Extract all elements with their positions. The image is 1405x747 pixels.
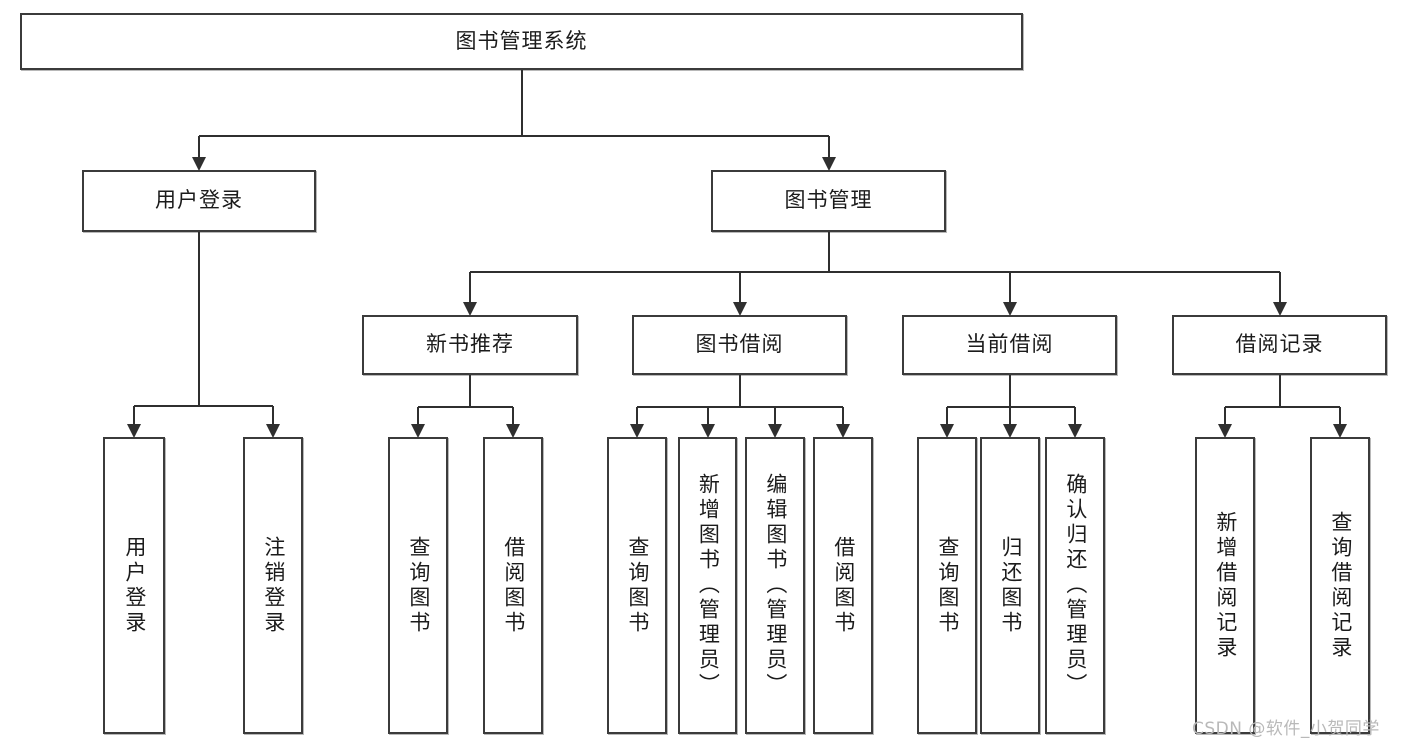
node-leaf-borrow-book-1[interactable]: 借阅图书 (483, 437, 543, 734)
connector-arrowhead (768, 424, 782, 438)
connector-line (470, 271, 1280, 273)
connector-line (842, 407, 844, 424)
node-leaf-add-record[interactable]: 新增借阅记录 (1195, 437, 1255, 734)
node-leaf-user-login[interactable]: 用户登录 (103, 437, 165, 734)
connector-arrowhead (1003, 424, 1017, 438)
connector-line (947, 406, 1075, 408)
connector-line (637, 406, 843, 408)
connector-line (827, 136, 830, 157)
connector-line (469, 375, 471, 407)
connector-arrowhead (630, 424, 644, 438)
connector-line (418, 406, 513, 408)
connector-arrowhead (1333, 424, 1347, 438)
connector-line (272, 406, 274, 424)
node-book-management[interactable]: 图书管理 (711, 170, 946, 232)
node-book-borrow[interactable]: 图书借阅 (632, 315, 847, 375)
node-user-login[interactable]: 用户登录 (82, 170, 316, 232)
connector-line (706, 407, 709, 424)
connector-line (1339, 407, 1341, 424)
connector-line (946, 407, 948, 424)
connector-line (1225, 406, 1340, 408)
connector-line (134, 405, 273, 407)
connector-arrowhead (411, 424, 425, 438)
node-leaf-query-book-3[interactable]: 查询图书 (917, 437, 977, 734)
node-leaf-query-book-2[interactable]: 查询图书 (607, 437, 667, 734)
connector-arrowhead (127, 424, 141, 438)
connector-line (827, 232, 830, 272)
connector-arrowhead (506, 424, 520, 438)
connector-line (1074, 407, 1076, 424)
connector-line (469, 272, 471, 302)
connector-line (198, 232, 200, 406)
connector-arrowhead (700, 424, 715, 438)
connector-arrowhead (266, 424, 280, 438)
connector-line (1008, 375, 1011, 407)
connector-line (738, 272, 741, 302)
node-root-book-management-system[interactable]: 图书管理系统 (20, 13, 1023, 70)
connector-arrowhead (1272, 302, 1287, 316)
node-leaf-user-logout[interactable]: 注销登录 (243, 437, 303, 734)
connector-arrowhead (732, 302, 747, 316)
node-borrow-record[interactable]: 借阅记录 (1172, 315, 1387, 375)
node-leaf-return-book[interactable]: 归还图书 (980, 437, 1040, 734)
node-leaf-query-record[interactable]: 查询借阅记录 (1310, 437, 1370, 734)
connector-arrowhead (940, 424, 954, 438)
node-leaf-query-book-1[interactable]: 查询图书 (388, 437, 448, 734)
connector-line (738, 375, 741, 407)
connector-arrowhead (1218, 424, 1232, 438)
connector-arrowhead (463, 302, 477, 316)
connector-line (520, 70, 523, 136)
connector-arrowhead (821, 157, 836, 171)
connector-arrowhead (1002, 302, 1017, 316)
connector-arrowhead (192, 157, 206, 171)
node-leaf-borrow-book-2[interactable]: 借阅图书 (813, 437, 873, 734)
connector-line (774, 407, 776, 424)
connector-arrowhead (836, 424, 850, 438)
connector-line (1278, 272, 1281, 302)
connector-line (1278, 375, 1281, 407)
node-current-borrow[interactable]: 当前借阅 (902, 315, 1117, 375)
connector-line (1009, 407, 1011, 424)
connector-line (198, 136, 200, 157)
node-leaf-edit-book[interactable]: 编辑图书（管理员） (745, 437, 805, 734)
connector-line (417, 407, 419, 424)
connector-line (512, 407, 514, 424)
connector-line (199, 135, 829, 137)
connector-line (1224, 407, 1226, 424)
connector-line (636, 407, 638, 424)
connector-arrowhead (1068, 424, 1082, 438)
connector-line (1008, 272, 1011, 302)
node-new-book-recommend[interactable]: 新书推荐 (362, 315, 578, 375)
node-leaf-add-book[interactable]: 新增图书（管理员） (678, 437, 737, 734)
node-leaf-confirm-return[interactable]: 确认归还（管理员） (1045, 437, 1105, 734)
connector-line (133, 406, 135, 424)
